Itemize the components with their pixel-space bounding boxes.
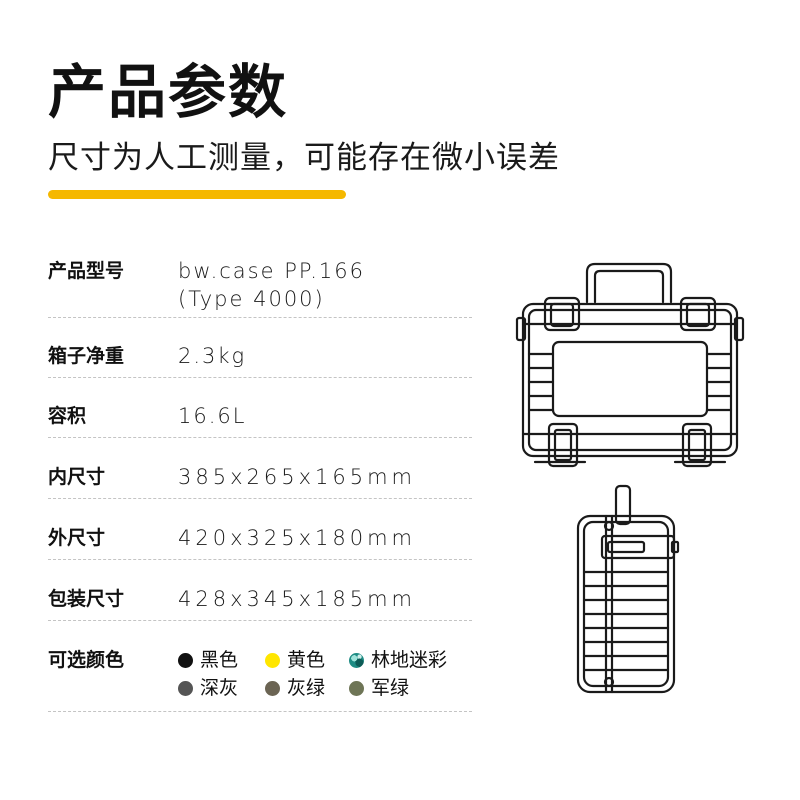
spec-value: 16.6L — [178, 404, 247, 428]
row-divider — [48, 559, 472, 560]
spec-label: 外尺寸 — [48, 527, 106, 549]
row-divider — [48, 437, 472, 438]
spec-label: 产品型号 — [48, 260, 125, 282]
color-swatch — [265, 652, 280, 668]
spec-label: 包装尺寸 — [48, 588, 125, 610]
page-subtitle: 尺寸为人工测量，可能存在微小误差 — [48, 140, 560, 176]
row-divider — [48, 711, 472, 712]
spec-label: 箱子净重 — [48, 345, 125, 367]
row-divider — [48, 620, 472, 621]
color-swatch — [178, 680, 193, 696]
color-name: 深灰 — [200, 677, 239, 699]
color-option: 灰绿 — [265, 675, 325, 701]
page-title: 产品参数 — [48, 58, 289, 126]
case-side-illustration — [576, 484, 680, 694]
color-option: 黑色 — [178, 647, 238, 673]
color-name: 林地迷彩 — [371, 649, 448, 671]
color-name: 黑色 — [200, 649, 239, 671]
spec-value: 428x345x185mm — [178, 587, 417, 611]
spec-value: 2.3kg — [178, 344, 247, 368]
row-divider — [48, 498, 472, 499]
spec-value-line2: (Type 4000) — [178, 287, 325, 311]
color-name: 军绿 — [371, 677, 410, 699]
color-swatch — [349, 680, 364, 696]
spec-label: 内尺寸 — [48, 466, 106, 488]
color-swatch — [178, 652, 193, 668]
spec-value: 420x325x180mm — [178, 526, 417, 550]
spec-value: bw.case PP.166 — [178, 259, 366, 283]
case-front-illustration — [515, 262, 745, 468]
row-divider — [48, 317, 472, 318]
color-name: 灰绿 — [287, 677, 326, 699]
spec-label: 容积 — [48, 405, 87, 427]
spec-label: 可选颜色 — [48, 649, 125, 671]
color-name: 黄色 — [287, 649, 326, 671]
color-option: 林地迷彩 — [349, 647, 447, 673]
row-divider — [48, 377, 472, 378]
camo-swatch — [349, 652, 364, 668]
spec-value: 385x265x165mm — [178, 465, 417, 489]
color-option: 深灰 — [178, 675, 238, 701]
color-swatch — [265, 680, 280, 696]
color-option: 军绿 — [349, 675, 409, 701]
color-option: 黄色 — [265, 647, 325, 673]
accent-bar — [48, 190, 346, 199]
